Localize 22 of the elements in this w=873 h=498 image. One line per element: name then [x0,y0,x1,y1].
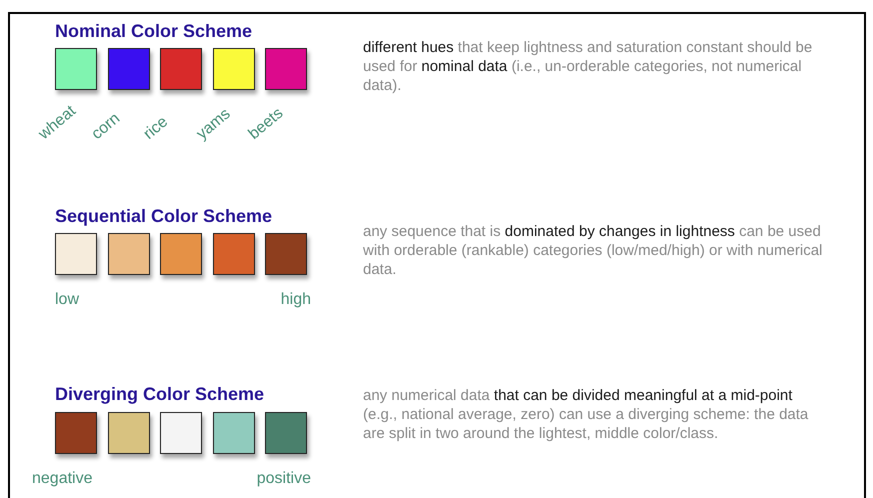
description-text: any numerical data that can be divided meaningful at a mid-point (e.g., national average, zero) can use a diverging scheme: the data are split in two around the lightest, middle color/class. [363,386,810,443]
color-swatch [108,233,150,275]
category-label: corn [87,108,124,145]
scale-end-label: low [55,290,80,310]
section-title: Diverging Color Scheme [55,383,264,406]
color-swatch [55,412,97,454]
color-swatch [55,233,97,275]
scale-end-label: positive [256,469,311,489]
scale-end-label: high [280,290,311,310]
color-swatch [108,412,150,454]
section-title: Sequential Color Scheme [55,205,272,228]
description-text: any sequence that is dominated by changes in lightness can be used with orderable (rankable) categories (low/med/high) or with numerical data. [363,222,824,279]
color-swatch [160,412,202,454]
scale-end-label: negative [32,469,92,489]
description-text: different hues that keep lightness and saturation constant should be used for nominal data (i.e., un-orderable categories, not numerical data). [363,38,814,95]
color-swatch [212,233,254,275]
category-label: rice [140,112,172,145]
color-swatch [265,412,307,454]
section-title: Nominal Color Scheme [55,20,252,43]
color-swatch [265,233,307,275]
color-swatch [160,233,202,275]
color-swatch [212,412,254,454]
